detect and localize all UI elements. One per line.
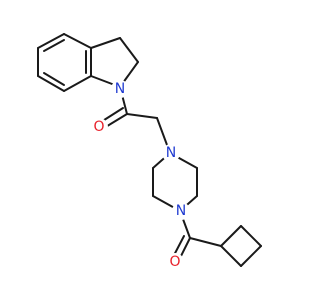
bond-inner [43, 72, 65, 86]
o-amide-top-atom: O [90, 118, 108, 136]
bond [100, 107, 124, 123]
bond [63, 33, 92, 49]
bonds [37, 33, 262, 267]
bond [119, 37, 139, 63]
n-piperazine-bottom-atom: N [172, 202, 190, 220]
chemical-structure: N O N N O [37, 33, 262, 271]
atom-label: N [166, 145, 176, 161]
bond [63, 75, 92, 92]
bond [189, 237, 222, 247]
bond-inner [43, 39, 65, 52]
bond [240, 245, 262, 267]
bond [240, 225, 262, 247]
atom-label: O [93, 119, 104, 135]
atom-label: N [115, 81, 125, 97]
bond [126, 113, 158, 119]
atom-labels: N O N N O [90, 80, 190, 271]
n-indoline-atom: N [111, 80, 129, 98]
atom-label: N [176, 203, 186, 219]
bond [220, 245, 242, 267]
bond [37, 33, 65, 49]
bond [220, 225, 242, 247]
o-amide-bottom-atom: O [166, 253, 184, 271]
bond [37, 75, 65, 92]
bond [90, 37, 121, 49]
n-piperazine-top-atom: N [162, 144, 180, 162]
atom-label: O [169, 254, 180, 270]
